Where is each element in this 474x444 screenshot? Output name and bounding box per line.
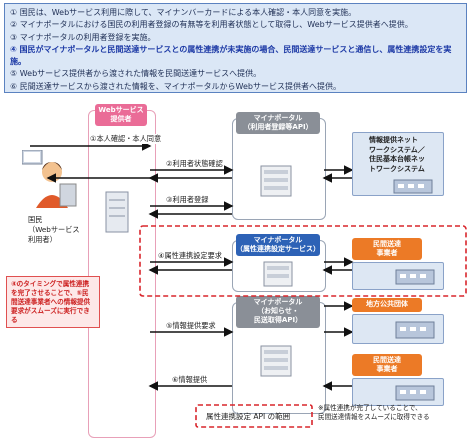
step-3: ③ マイナポータルの利用者登録を実施。 bbox=[10, 32, 156, 42]
web-provider-header: Webサービス 提供者 bbox=[95, 104, 147, 126]
portal-bot-server-icon bbox=[260, 345, 292, 377]
portal-mid-header: マイナポータル （属性連携設定サービス） bbox=[236, 234, 320, 256]
building-icon-2 bbox=[395, 269, 435, 285]
footnote: ※属性連携が完了していることで、 民間送達情報をスムーズに取得できる bbox=[318, 404, 430, 421]
arrow-6-label: ⑥情報提供 bbox=[172, 375, 208, 384]
building-icon-3 bbox=[395, 321, 435, 339]
arrow-1-label: ①本人確認・本人同意 bbox=[90, 134, 162, 144]
building-icon-4 bbox=[395, 385, 435, 401]
network-system-label: 情報提供ネット ワークシステム／ 住民基本台帳ネッ トワークシステム bbox=[369, 136, 425, 173]
arrow-4-label: ④属性連携設定要求 bbox=[158, 251, 222, 260]
portal-mid-server-icon bbox=[263, 261, 293, 287]
step-6: ⑥ 民間送達サービスから渡された情報を、マイナポータルからWebサービス提供者へ… bbox=[10, 81, 341, 91]
local-gov-header: 地方公共団体 bbox=[352, 298, 422, 312]
portal-top-server-icon bbox=[260, 165, 292, 197]
web-server-icon bbox=[105, 191, 129, 233]
private-delivery-header-2: 民間送達 事業者 bbox=[352, 354, 422, 376]
portal-bot-header: マイナポータル （お知らせ・ 民送取得API） bbox=[236, 296, 320, 328]
legend-label: 属性連携設定 API の範囲 bbox=[206, 412, 291, 421]
step-2: ② マイナポータルにおける国民の利用者登録の有無等を利用者状態として取得し、We… bbox=[10, 20, 413, 30]
arrow-2-label: ②利用者状態確認 bbox=[166, 159, 223, 168]
citizen-label: 国民 （Webサービス 利用者） bbox=[28, 215, 80, 244]
portal-top-header: マイナポータル （利用者登録等API） bbox=[236, 112, 320, 134]
private-delivery-header-1: 民間送達 事業者 bbox=[352, 238, 422, 260]
step-1: ① 国民は、Webサービス利用に際して、マイナンバーカードによる本人確認・本人同… bbox=[10, 8, 357, 17]
timing-callout: ④のタイミングで属性連携を完了させることで、⑤民間送達事業者への情報提供要求がス… bbox=[6, 276, 100, 328]
step-5: ⑤ Webサービス提供者から渡された情報を民間送達サービスへ提供。 bbox=[10, 69, 262, 79]
arrow-3-label: ③利用者登録 bbox=[166, 195, 209, 204]
step-4: ④ 国民がマイナポータルと民間送達サービスとの属性連携が未実施の場合、民間送達サ… bbox=[10, 44, 452, 67]
arrow-5-label: ⑤情報提供要求 bbox=[166, 321, 216, 330]
building-icon-1 bbox=[393, 179, 433, 194]
steps-panel: ① 国民は、Webサービス利用に際して、マイナンバーカードによる本人確認・本人同… bbox=[4, 3, 467, 93]
